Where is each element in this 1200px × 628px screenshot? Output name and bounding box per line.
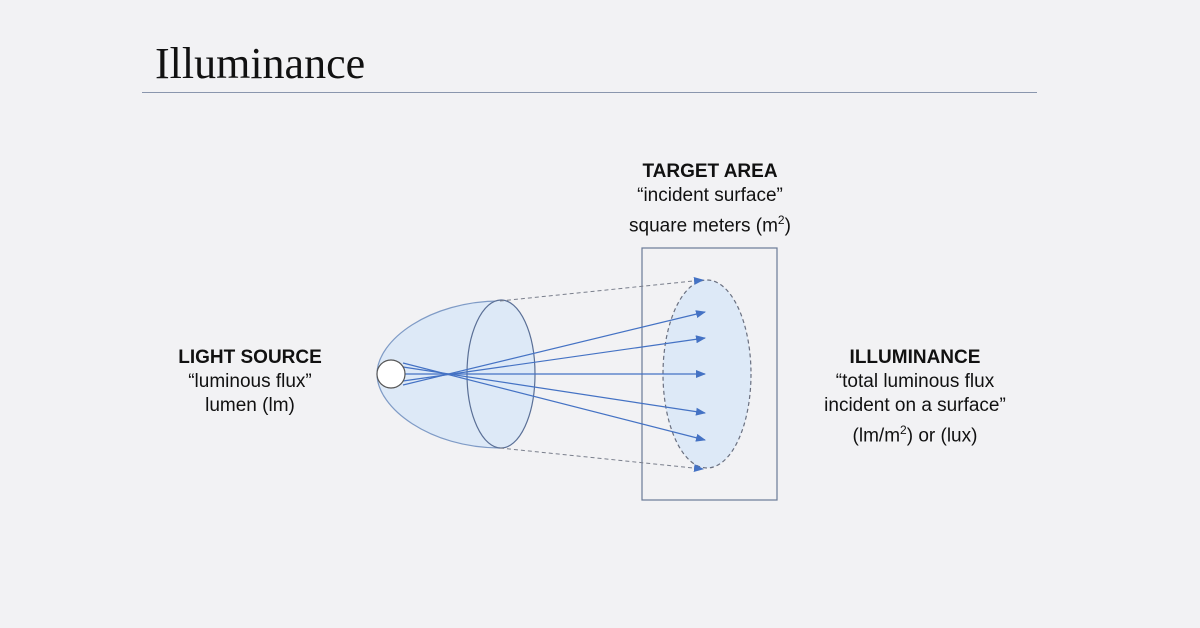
target-line1: “incident surface”	[637, 185, 783, 206]
target-area-label: TARGET AREA “incident surface” square me…	[590, 160, 830, 238]
light-ray	[402, 366, 706, 416]
illuminance-heading: ILLUMINANCE	[849, 347, 981, 368]
incident-surface-ellipse	[662, 279, 752, 469]
target-heading: TARGET AREA	[642, 161, 778, 182]
slide-title: Illuminance	[155, 39, 366, 88]
source-heading: LIGHT SOURCE	[178, 347, 322, 368]
illuminance-sup: 2	[900, 423, 907, 437]
source-line1: “luminous flux”	[188, 371, 312, 392]
illuminance-label: ILLUMINANCE “total luminous flux inciden…	[790, 346, 1040, 448]
light-source-bulb	[376, 359, 406, 389]
target-line2: square meters (m	[629, 215, 778, 237]
light-ray	[402, 362, 706, 442]
illuminance-line2: incident on a surface”	[824, 395, 1006, 416]
title-divider	[142, 92, 1037, 93]
bottom-projection-line	[499, 447, 704, 473]
target-line2-end: )	[784, 215, 791, 237]
light-source-label: LIGHT SOURCE “luminous flux” lumen (lm)	[140, 346, 360, 418]
top-projection-line	[499, 276, 704, 302]
illuminance-line3-end: ) or (lux)	[906, 425, 978, 447]
illuminance-line3: (lm/m	[852, 425, 901, 447]
illuminance-line1: “total luminous flux	[835, 371, 995, 392]
light-ray	[402, 310, 706, 386]
source-line2: lumen (lm)	[205, 395, 295, 416]
target-sup: 2	[777, 213, 785, 227]
